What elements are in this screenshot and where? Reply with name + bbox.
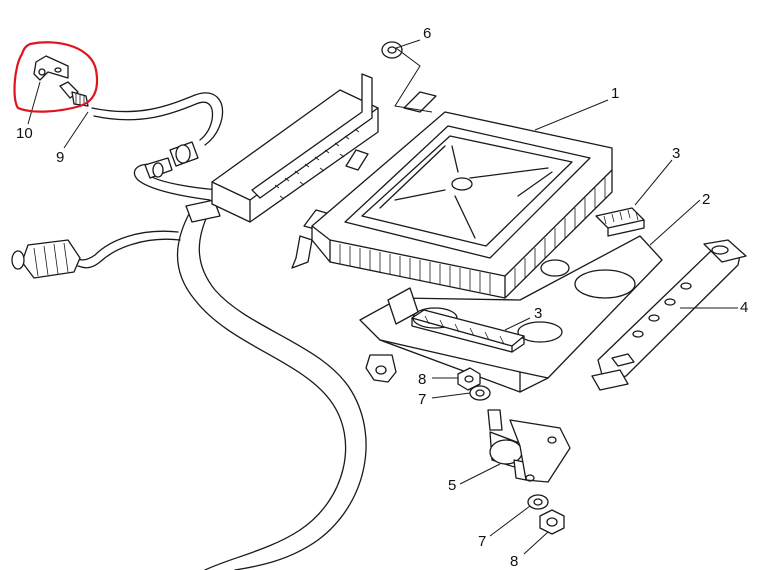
washer-part-7-upper [469, 385, 491, 401]
highlight-outline [13, 41, 99, 113]
sensor-part-9 [59, 81, 89, 107]
callout-10: 10 [16, 125, 33, 142]
foam-pad-lower [411, 309, 525, 353]
callout-1: 1 [611, 85, 619, 102]
mounting-plate [359, 235, 663, 393]
callout-8-upper: 8 [418, 371, 426, 388]
callout-9: 9 [56, 149, 64, 166]
callout-7-lower: 7 [478, 533, 486, 550]
callout-6: 6 [423, 25, 431, 42]
ecu-cooling-ribs [339, 178, 606, 294]
ecu-control-unit [291, 91, 613, 299]
callout-3-lower: 3 [534, 305, 542, 322]
callout-5: 5 [448, 477, 456, 494]
callout-2: 2 [702, 191, 710, 208]
connector-pins [274, 128, 360, 200]
foam-pad-upper [595, 207, 645, 237]
callout-3-upper: 3 [672, 145, 680, 162]
wiring-harness [11, 92, 367, 570]
callout-labels: 1 2 3 3 4 5 6 7 7 8 8 9 10 [16, 25, 748, 570]
anti-vibration-mount-part-5 [487, 409, 571, 483]
ecu-connector-block [211, 73, 379, 223]
bracket-part-10 [33, 55, 69, 81]
callout-4: 4 [740, 299, 748, 316]
callout-7-upper: 7 [418, 391, 426, 408]
nut-part-8-upper [457, 367, 481, 391]
retaining-strap [591, 239, 747, 391]
leader-lines [27, 39, 738, 555]
washer-part-7-lower [527, 494, 549, 510]
callout-8-lower: 8 [510, 553, 518, 570]
inline-connector [144, 141, 199, 179]
nut-part-8-lower [539, 509, 565, 535]
round-plug-connector [11, 239, 81, 279]
grommet-part-6 [381, 41, 403, 59]
